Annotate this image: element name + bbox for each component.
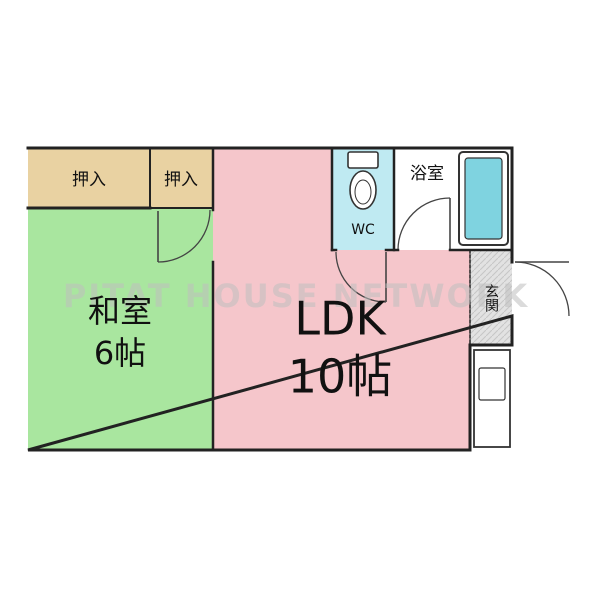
bath-label: 浴室 xyxy=(410,164,444,184)
closet-1-floor xyxy=(28,148,150,208)
genkan-label: 玄関 xyxy=(483,283,499,313)
washitsu-name: 和室 xyxy=(88,292,152,330)
genkan-floor xyxy=(470,250,512,345)
washitsu-size: 6帖 xyxy=(94,334,146,372)
closet-2-floor xyxy=(150,148,213,208)
kitchen-sink-icon xyxy=(473,349,511,448)
ldk-name: LDK xyxy=(294,292,387,346)
closet-2-label: 押入 xyxy=(164,170,198,190)
watermark: PITAT HOUSE NETWORK xyxy=(63,277,529,315)
door-wc-icon xyxy=(335,251,387,303)
toilet-icon xyxy=(347,151,379,210)
door-entrance-icon xyxy=(514,261,570,317)
ldk-size: 10帖 xyxy=(288,350,393,404)
ldk-floor xyxy=(213,148,470,450)
closet-1-label: 押入 xyxy=(72,170,106,190)
bathtub-icon xyxy=(458,151,509,246)
wc-label: WC xyxy=(351,222,375,238)
door-washitsu-icon xyxy=(157,209,211,263)
door-bath-icon xyxy=(397,197,451,251)
washitsu-floor xyxy=(28,208,213,450)
